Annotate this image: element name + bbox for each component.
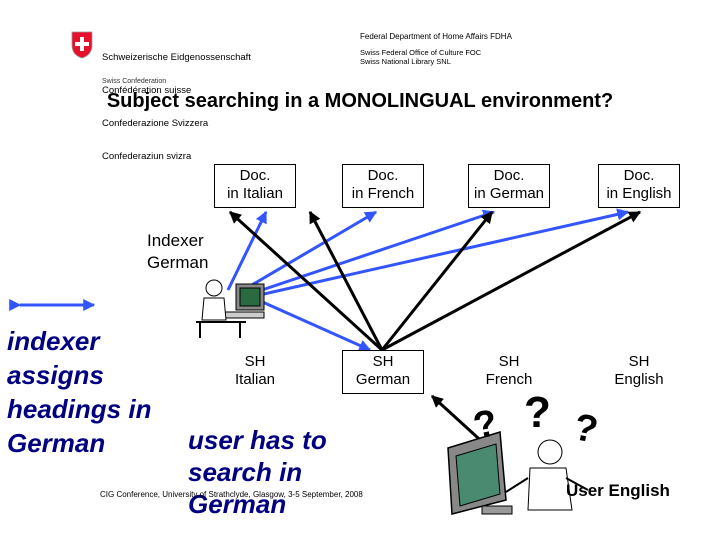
legend-line4: German (7, 428, 106, 458)
doc-german-box: Doc. in German (468, 164, 550, 208)
arrow-sh-doc-french (308, 210, 384, 351)
user-computer-icon (447, 431, 589, 515)
conference-footer: CIG Conference, University of Strathclyd… (100, 490, 363, 499)
arrow-sh-doc-english (381, 210, 642, 352)
legend-line2: assigns (7, 360, 104, 390)
arrow-indexer-doc-german (249, 209, 496, 296)
sh-italian-line2: Italian (234, 371, 276, 388)
slide-title: Subject searching in a MONOLINGUAL envir… (106, 90, 614, 112)
doc-german-line1: Doc. (493, 167, 525, 184)
doc-french-line1: Doc. (367, 167, 399, 184)
office-line-snl: Swiss National Library SNL (360, 57, 451, 66)
office-line-foc: Swiss Federal Office of Culture FOC (360, 48, 482, 57)
sh-french-line2: French (485, 371, 533, 388)
user-note-line3: German (188, 489, 287, 519)
legend-line3: headings in (7, 394, 152, 424)
sh-german-line2: German (355, 371, 411, 388)
swiss-confederation-label: Swiss Confederation (102, 78, 167, 85)
doc-english-line1: Doc. (623, 167, 655, 184)
legend-line1: indexer (7, 326, 100, 356)
confederation-line-it: Confederazione Svizzera (102, 118, 209, 129)
office-labels: Swiss Federal Office of Culture FOC Swis… (360, 48, 481, 66)
doc-french-box: Doc. in French (342, 164, 424, 208)
arrow-sh-doc-german (380, 211, 494, 351)
user-note-line1: user has to (188, 425, 327, 455)
confederation-names: Schweizerische Eidgenossenschaft Confédé… (102, 30, 251, 173)
department-label: Federal Department of Home Affairs FDHA (360, 32, 512, 41)
indexer-computer-icon (196, 279, 265, 338)
sh-english-box: SH English (598, 350, 680, 394)
legend-indexer-assigns: indexer assigns headings in German (7, 324, 151, 460)
confederation-line-rm: Confederaziun svizra (102, 151, 192, 162)
arrow-indexer-doc-english (254, 208, 630, 298)
user-english-label: User English (566, 481, 670, 500)
doc-german-line2: in German (473, 185, 545, 202)
arrow-indexer-doc-french (239, 210, 378, 294)
user-search-note: user has to search in German (188, 424, 378, 520)
doc-english-line2: in English (606, 185, 672, 202)
sh-german-line1: SH (372, 353, 394, 370)
sh-german-box: SH German (342, 350, 424, 394)
doc-italian-line2: in Italian (227, 185, 283, 202)
confederation-line-fr: Confédération suisse (102, 85, 192, 96)
indexer-label-line1: Indexer (147, 231, 204, 250)
arrow-sh-doc-italian (228, 210, 384, 352)
arrow-indexer-doc-italian (226, 210, 268, 291)
sh-french-line1: SH (498, 353, 520, 370)
sh-english-line2: English (614, 371, 664, 388)
question-mark-2: ? (524, 388, 551, 437)
user-note-line2: search in (188, 457, 303, 487)
doc-italian-line1: Doc. (239, 167, 271, 184)
indexer-label: Indexer German (147, 230, 208, 274)
doc-italian-box: Doc. in Italian (214, 164, 296, 208)
sh-english-line1: SH (628, 353, 650, 370)
sh-french-box: SH French (468, 350, 550, 394)
arrow-indexer-sh-german (257, 298, 372, 352)
indexer-label-line2: German (147, 253, 209, 272)
sh-italian-box: SH Italian (214, 350, 296, 394)
sh-italian-line1: SH (244, 353, 266, 370)
doc-french-line2: in French (351, 185, 415, 202)
doc-english-box: Doc. in English (598, 164, 680, 208)
swiss-crest-icon (71, 31, 93, 59)
confederation-line-de: Schweizerische Eidgenossenschaft (102, 52, 251, 63)
